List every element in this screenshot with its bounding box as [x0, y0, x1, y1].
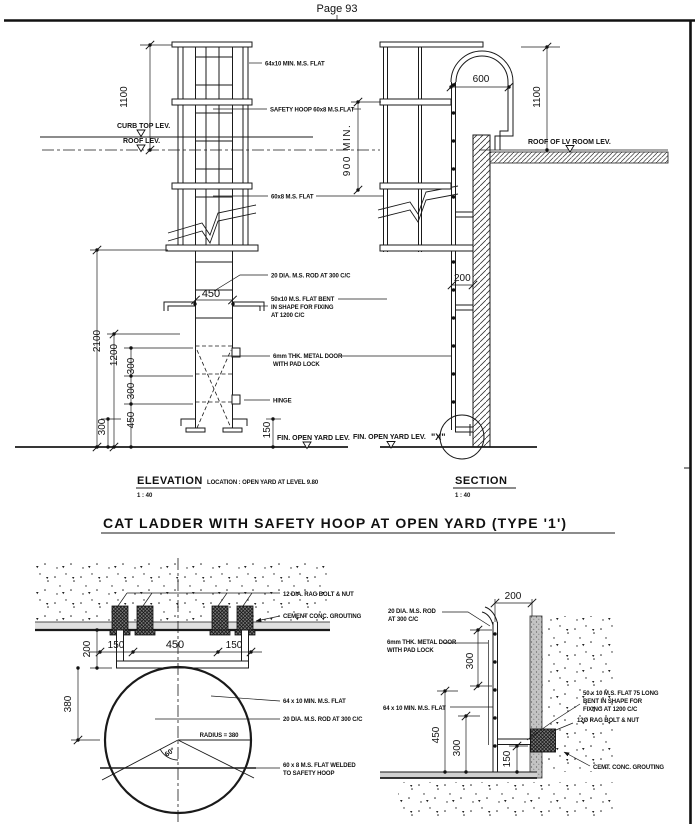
concrete-stipple: [35, 562, 330, 622]
dim-200-hoop: 200: [82, 640, 93, 657]
dim-150-a: 150: [108, 640, 125, 651]
label-rod-20dia: 20 DIA. M.S. ROD AT 300 C/C: [271, 274, 351, 280]
dim-1100-section: 1100: [532, 86, 543, 108]
angle-arc: [159, 749, 179, 761]
section-labels: ROOF OF LV ROOM LEV. FIN. OPEN YARD LEV.…: [353, 139, 611, 460]
drawing-title: CAT LADDER WITH SAFETY HOOP AT OPEN YARD…: [103, 515, 567, 531]
label-flat-64x10-hoop: 64 x 10 MIN. M.S. FLAT: [283, 699, 346, 705]
label-door-x-1: 6mm THK. METAL DOOR: [387, 640, 457, 646]
dim-450-hoop: 450: [166, 639, 184, 651]
dim-450-v: 450: [126, 411, 137, 428]
dim-600: 600: [473, 74, 490, 85]
label-rod-x-1: 20 DIA. M.S. ROD: [388, 609, 437, 615]
section-view-scale: 1 : 40: [455, 493, 471, 499]
section-view-label: SECTION: [455, 475, 507, 487]
concrete-stipple-below: [398, 782, 613, 816]
hoop-detail-linework: [100, 558, 256, 822]
dim-150: 150: [262, 421, 273, 438]
elevation-view-title: ELEVATION 1 : 40 LOCATION : OPEN YARD AT…: [136, 475, 319, 499]
label-bent-x-3: FIXING AT 1200 C/C: [583, 707, 638, 713]
wall-section: [472, 134, 491, 448]
label-rod-x-2: AT 300 C/C: [388, 617, 419, 623]
elevation-labels: 64x10 MIN. M.S. FLAT SAFETY HOOP 60x8 M.…: [117, 62, 451, 449]
elevation-view: 1100 2100 1200 300 300 450 300: [15, 40, 451, 499]
dim-300-lower: 300: [452, 739, 463, 756]
label-bent-x-1: 50 x 10 M.S. FLAT 75 LONG: [583, 691, 659, 697]
dim-300-b: 300: [126, 382, 137, 399]
label-flat-64x10: 64x10 MIN. M.S. FLAT: [265, 62, 325, 68]
dim-300-upper: 300: [465, 652, 476, 669]
dim-900-min: 900 MIN.: [342, 124, 353, 177]
label-curb-top-level: CURB TOP LEV.: [117, 123, 170, 130]
wall-face-strip: [529, 615, 543, 779]
section-linework: [377, 41, 514, 436]
x-detail-labels: 20 DIA. M.S. ROD AT 300 C/C 6mm THK. MET…: [383, 609, 665, 771]
label-yard-level-section: FIN. OPEN YARD LEV.: [353, 434, 426, 441]
elevation-view-scale: 1 : 40: [137, 493, 153, 499]
label-grouting: CEMENT CONC. GROUTING: [283, 614, 362, 620]
dim-200-x: 200: [505, 591, 522, 602]
label-lv-roof-level: ROOF OF LV ROOM LEV.: [528, 139, 611, 146]
dim-450-x: 450: [431, 726, 442, 743]
floor-slab: [380, 772, 537, 778]
dim-300-c: 300: [97, 418, 108, 435]
label-welded-flat-2: TO SAFETY HOOP: [283, 771, 334, 777]
page-number: Page 93: [317, 3, 358, 15]
section-view-title: SECTION 1 : 40: [453, 475, 516, 499]
section-dimensions: 600 1100 900 MIN. 200: [342, 42, 560, 290]
dim-1200: 1200: [109, 343, 120, 366]
rag-bolt-block: [530, 728, 556, 753]
dim-450-w: 450: [202, 288, 220, 300]
label-rag-bolt-x: 12Ø RAG BOLT & NUT: [577, 718, 640, 724]
label-flat-64x10-x: 64 x 10 MIN. M.S. FLAT: [383, 706, 446, 712]
drawing-title-block: CAT LADDER WITH SAFETY HOOP AT OPEN YARD…: [101, 515, 615, 534]
label-yard-level-elev: FIN. OPEN YARD LEV.: [277, 435, 350, 442]
label-angle-60: 60°: [163, 746, 176, 759]
label-radius: RADIUS = 380: [200, 733, 239, 739]
hoop-detail: 150 450 150 200 380 12 DIA. RAG BOLT & N…: [35, 558, 363, 822]
section-view: 600 1100 900 MIN. 200 ROOF OF LV ROOM LE…: [342, 41, 669, 499]
dim-380: 380: [63, 695, 74, 712]
x-detail-linework: [481, 606, 556, 772]
label-hinge: HINGE: [273, 399, 292, 405]
label-welded-flat-1: 60 x 8 M.S. FLAT WELDED: [283, 763, 356, 769]
label-bent-x-2: BENT IN SHAPE FOR: [583, 699, 643, 705]
soffit-band: [35, 622, 330, 630]
x-detail-dimensions: 200 300 450 300 150: [431, 591, 537, 774]
x-detail: 200 300 450 300 150 20 DIA. M: [380, 591, 665, 816]
label-door-x-2: WITH PAD LOCK: [387, 648, 434, 654]
label-metal-door-2: WITH PAD LOCK: [273, 362, 320, 368]
lv-roof-slab: [489, 151, 669, 164]
hoop-detail-dimensions: 150 450 150 200 380: [63, 628, 262, 745]
label-flat-60x8: 60x8 M.S. FLAT: [271, 195, 314, 201]
dim-1100: 1100: [119, 86, 130, 108]
dim-150-b: 150: [226, 640, 243, 651]
door-latch: [231, 347, 241, 358]
detail-x-circle: [439, 414, 485, 460]
detail-x-mark: "X": [431, 432, 446, 442]
dim-2100: 2100: [92, 329, 103, 352]
label-grouting-x: CEMT. CONC. GROUTING: [593, 765, 664, 771]
label-roof-level: ROOF LEV.: [123, 138, 160, 145]
bent-flat: [497, 738, 531, 745]
dim-200-section: 200: [454, 273, 471, 284]
label-bent-flat-3: AT 1200 C/C: [271, 313, 305, 319]
dim-300-a: 300: [126, 357, 137, 374]
page-frame: Page 93: [4, 3, 695, 824]
label-bent-flat-2: IN SHAPE FOR FIXING: [271, 305, 334, 311]
elevation-view-label: ELEVATION: [137, 475, 203, 487]
label-rag-bolt: 12 DIA. RAG BOLT & NUT: [283, 592, 354, 598]
label-rod-hoop: 20 DIA. M.S. ROD AT 300 C/C: [283, 717, 363, 723]
label-bent-flat-1: 50x10 M.S. FLAT BENT: [271, 297, 335, 303]
elevation-location-note: LOCATION : OPEN YARD AT LEVEL 9.80: [207, 480, 319, 486]
label-metal-door-1: 6mm THK. METAL DOOR: [273, 354, 343, 360]
label-safety-hoop: SAFETY HOOP 60x8 M.S.FLAT: [270, 108, 355, 114]
dim-150-x: 150: [502, 750, 513, 767]
door-hinge: [231, 394, 241, 405]
elevation-linework: [163, 41, 265, 433]
elevation-dimensions: 1100 2100 1200 300 300 450 300: [90, 40, 281, 452]
